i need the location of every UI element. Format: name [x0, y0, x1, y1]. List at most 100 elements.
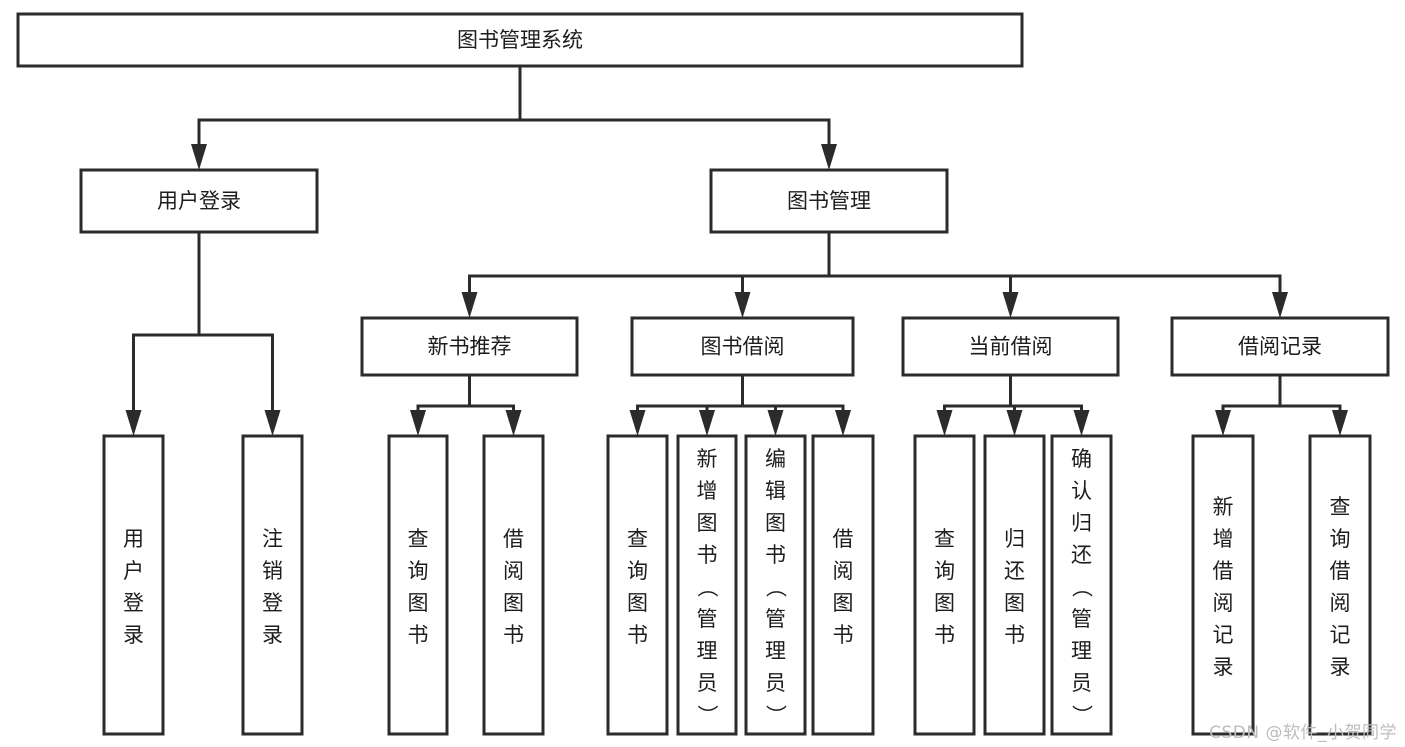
node-label-char: 阅: [503, 559, 524, 583]
node-label-char: 理: [1071, 639, 1092, 663]
nodes-layer: 图书管理系统用户登录图书管理新书推荐图书借阅当前借阅借阅记录用户登录注销登录查询…: [16, 12, 1390, 736]
node-box: [901, 316, 1120, 377]
node-box: [1170, 316, 1390, 377]
node-label-char: 书: [833, 623, 854, 647]
connectors-layer: [125, 64, 1348, 436]
node-label-char: 阅: [1330, 591, 1351, 615]
node-label-char: 记: [1213, 623, 1234, 647]
node-root[interactable]: 图书管理系统: [16, 12, 1024, 68]
node-label-char: （: [695, 576, 719, 597]
node-n-book-borrow[interactable]: 图书借阅: [630, 316, 855, 377]
node-label-char: 图: [934, 591, 955, 615]
node-label-char: 书: [934, 623, 955, 647]
node-label-char: ）: [764, 704, 788, 725]
node-label-char: 新: [1213, 495, 1234, 519]
node-label-char: ）: [695, 704, 719, 725]
node-box: [811, 434, 875, 736]
node-label-char: 录: [1330, 655, 1351, 679]
node-label: 当前借阅: [969, 335, 1053, 359]
node-box: [676, 434, 738, 736]
node-label-char: 借: [503, 527, 524, 551]
node-box: [360, 316, 579, 377]
node-label-char: 书: [1004, 623, 1025, 647]
node-label-char: 书: [503, 623, 524, 647]
node-l-user-login[interactable]: 用户登录: [102, 434, 165, 736]
node-label-char: 还: [1004, 559, 1025, 583]
node-n-current-borrow[interactable]: 当前借阅: [901, 316, 1120, 377]
node-label-char: 图: [833, 591, 854, 615]
node-label: 图书管理系统: [457, 28, 583, 52]
node-label-char: 归: [1004, 527, 1025, 551]
node-label-char: 询: [627, 559, 648, 583]
node-label-char: 图: [503, 591, 524, 615]
node-label-char: 书: [765, 543, 786, 567]
node-label-char: 询: [1330, 527, 1351, 551]
node-label-char: 查: [408, 527, 429, 551]
node-box: [1308, 434, 1372, 736]
node-box: [913, 434, 976, 736]
node-n-user-login[interactable]: 用户登录: [79, 168, 319, 234]
node-label-char: 认: [1071, 479, 1092, 503]
node-box: [241, 434, 304, 736]
node-label-char: 新: [697, 447, 718, 471]
node-label-char: 录: [1213, 655, 1234, 679]
node-n-new-book-rec[interactable]: 新书推荐: [360, 316, 579, 377]
node-label-char: 管: [697, 607, 718, 631]
node-label-char: 确: [1071, 447, 1092, 471]
node-label-char: 询: [408, 559, 429, 583]
node-label-char: 编: [765, 447, 786, 471]
node-label-char: ）: [1070, 704, 1094, 725]
node-label-char: 录: [123, 623, 144, 647]
node-label-char: 书: [627, 623, 648, 647]
node-label-char: 图: [697, 511, 718, 535]
node-box: [387, 434, 449, 736]
node-label-char: 查: [627, 527, 648, 551]
node-label-char: 用: [123, 527, 144, 551]
node-label-char: 图: [408, 591, 429, 615]
node-label-char: 询: [934, 559, 955, 583]
node-box: [744, 434, 807, 736]
node-label-char: 注: [262, 527, 283, 551]
node-label-char: （: [764, 576, 788, 597]
node-label-char: 书: [697, 543, 718, 567]
node-n-book-mgmt[interactable]: 图书管理: [709, 168, 949, 234]
node-label-char: 查: [1330, 495, 1351, 519]
node-label-char: 理: [697, 639, 718, 663]
node-label-char: 户: [123, 559, 144, 583]
node-n-borrow-record[interactable]: 借阅记录: [1170, 316, 1390, 377]
node-label-char: 员: [765, 671, 786, 695]
node-box: [709, 168, 949, 234]
node-label-char: 理: [765, 639, 786, 663]
node-label-char: 员: [1071, 671, 1092, 695]
node-box: [1050, 434, 1113, 736]
node-box: [16, 12, 1024, 68]
node-label-char: 增: [1213, 527, 1234, 551]
node-box: [482, 434, 545, 736]
node-label-char: 管: [1071, 607, 1092, 631]
node-box: [102, 434, 165, 736]
node-label-char: 登: [262, 591, 283, 615]
node-label: 图书管理: [787, 189, 871, 213]
csdn-watermark: CSDN @软件_小贺同学: [1209, 723, 1397, 743]
node-label-char: （: [1070, 576, 1094, 597]
node-label: 新书推荐: [428, 335, 512, 359]
node-label-char: 书: [408, 623, 429, 647]
node-label-char: 借: [1330, 559, 1351, 583]
node-label-char: 记: [1330, 623, 1351, 647]
node-label-char: 归: [1071, 511, 1092, 535]
node-label-char: 图: [765, 511, 786, 535]
